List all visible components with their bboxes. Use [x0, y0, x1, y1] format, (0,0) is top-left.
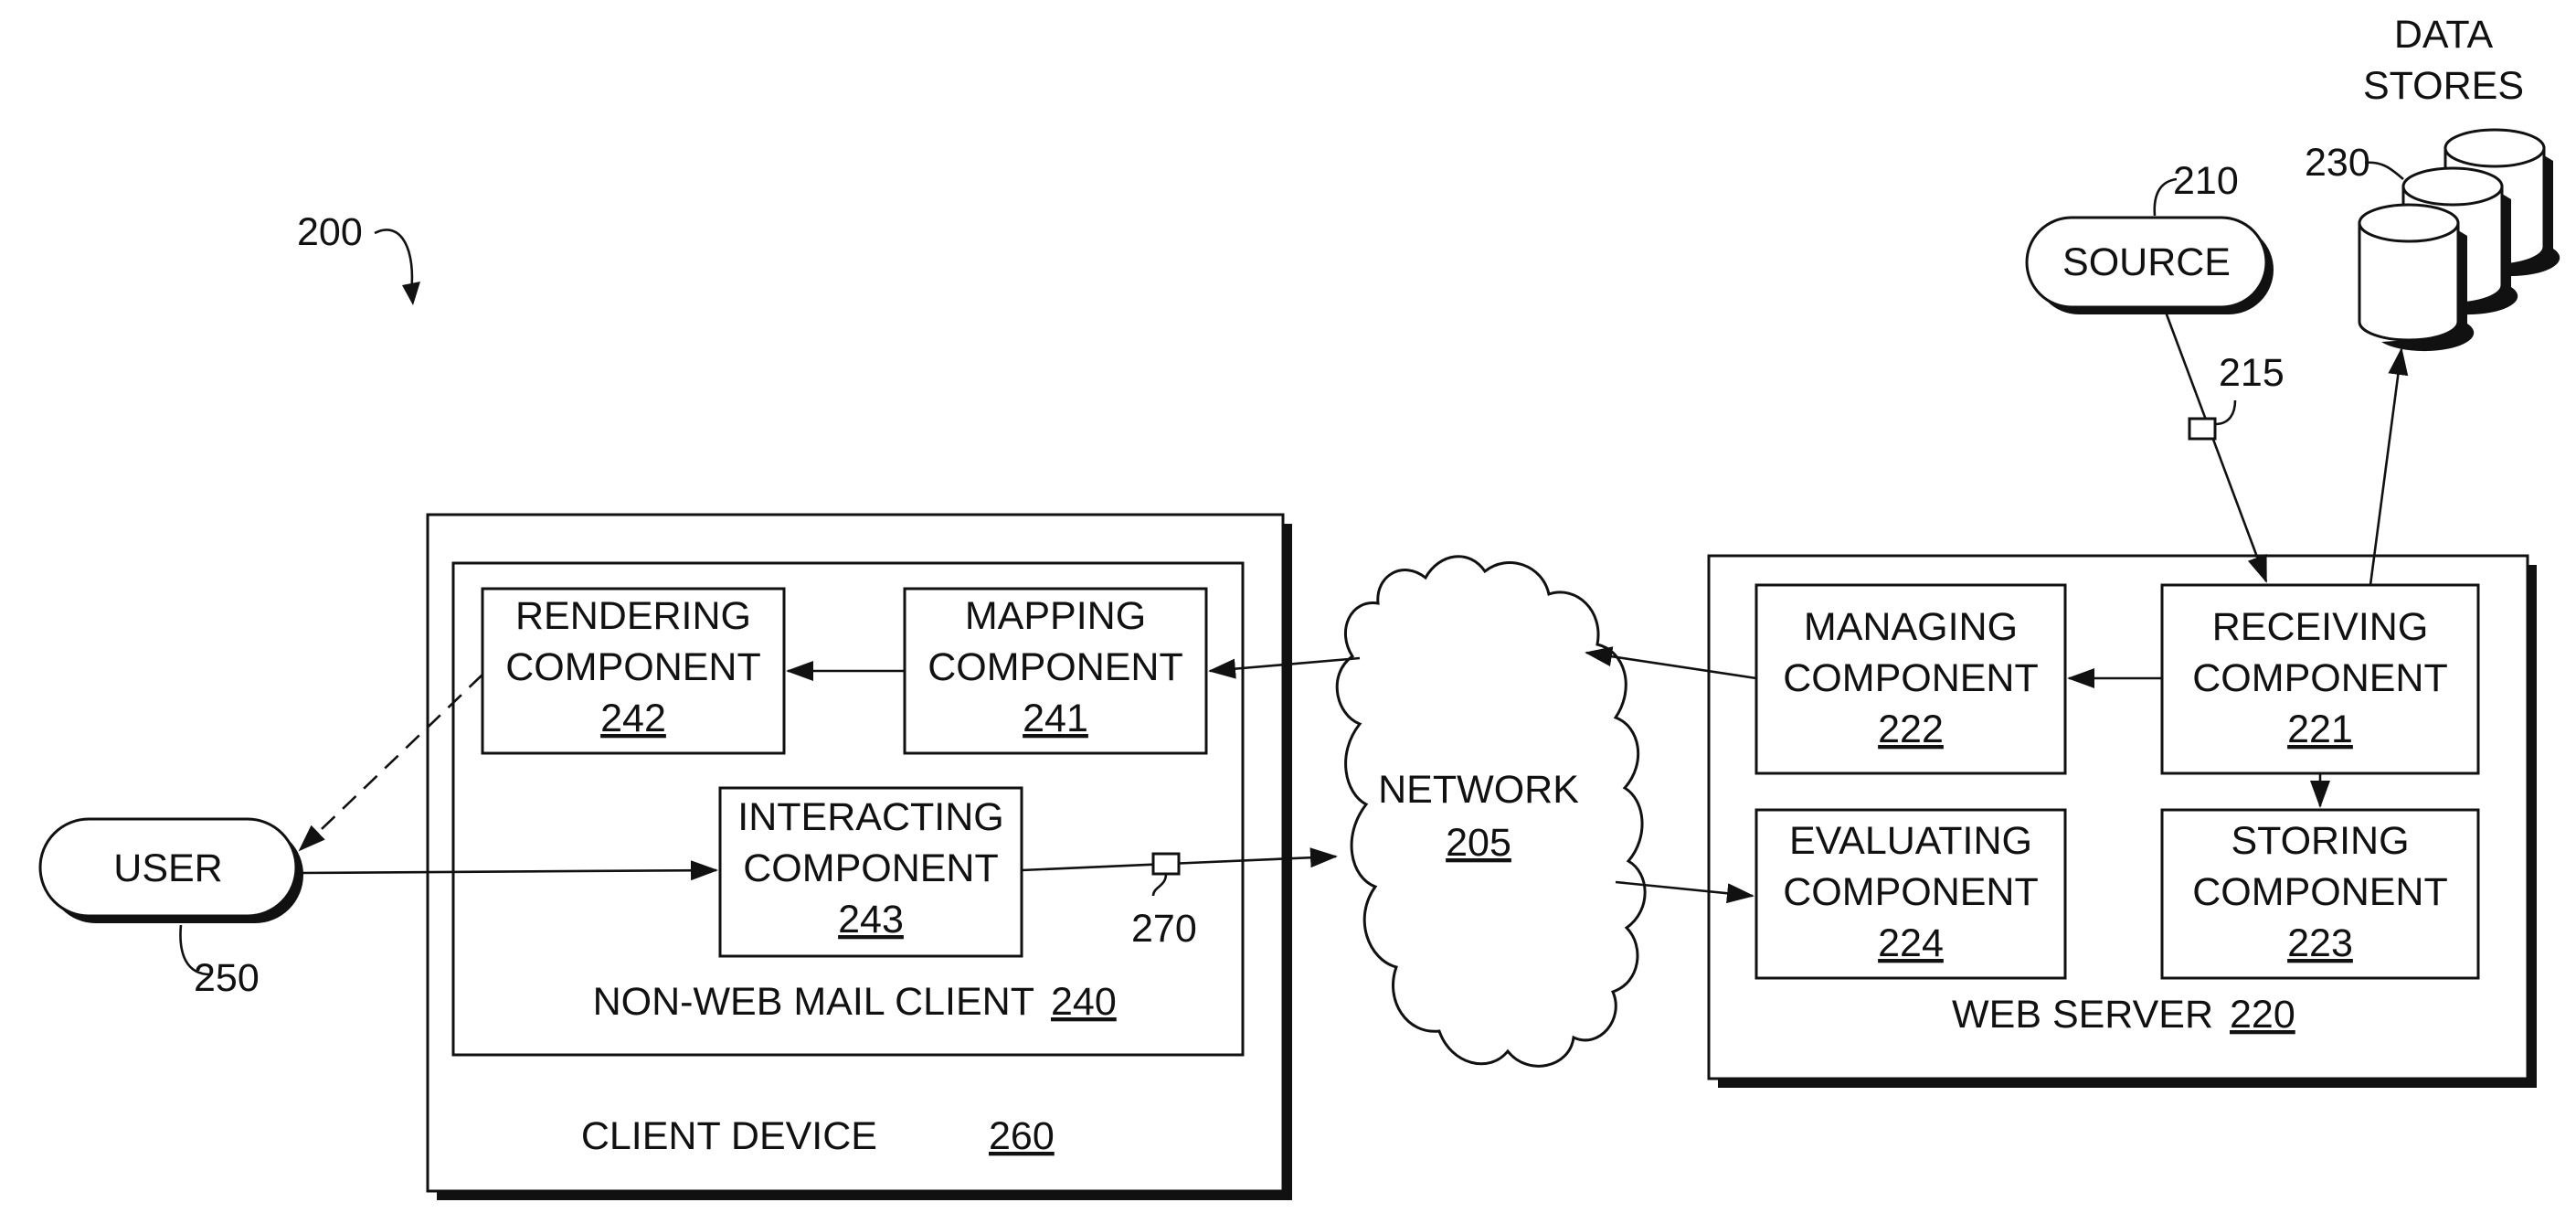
storing-component: STORING COMPONENT 223 — [2162, 810, 2478, 978]
message-270-icon — [1153, 854, 1179, 874]
interacting-component: INTERACTING COMPONENT 243 — [720, 788, 1022, 956]
source-to-receiving-arrow — [2164, 307, 2266, 581]
user-node: USER 250 — [40, 819, 303, 1000]
managing-component: MANAGING COMPONENT 222 — [1756, 585, 2065, 773]
data-stores-ref-leader — [2365, 163, 2403, 179]
data-stores: DATA STORES 230 — [2305, 13, 2560, 351]
interacting-component-line2: COMPONENT — [743, 846, 999, 890]
client-device-title: CLIENT DEVICE — [581, 1114, 877, 1158]
database-cylinder-1-icon — [2359, 205, 2474, 351]
network-cloud: NETWORK 205 — [1337, 557, 1645, 1067]
figure-ref-leader — [375, 229, 412, 293]
source-node: SOURCE 210 — [2027, 159, 2274, 314]
evaluating-component-line2: COMPONENT — [1783, 870, 2039, 914]
managing-component-line2: COMPONENT — [1783, 656, 2039, 700]
rendering-component-line1: RENDERING — [515, 594, 751, 638]
rendering-component-ref: 242 — [600, 697, 666, 740]
managing-component-line1: MANAGING — [1804, 605, 2018, 649]
interacting-component-line1: INTERACTING — [737, 795, 1003, 839]
mapping-component: MAPPING COMPONENT 241 — [905, 589, 1206, 753]
mail-client-title: NON-WEB MAIL CLIENT — [593, 980, 1034, 1024]
figure-ref-arrowhead — [402, 282, 420, 305]
interacting-component-ref: 243 — [838, 898, 904, 942]
evaluating-component-line1: EVALUATING — [1789, 819, 2032, 863]
mapping-component-line1: MAPPING — [965, 594, 1146, 638]
source-ref: 210 — [2173, 159, 2239, 203]
mapping-component-line2: COMPONENT — [928, 645, 1183, 689]
client-device-ref: 260 — [989, 1114, 1055, 1158]
message-215-ref: 215 — [2219, 351, 2284, 395]
data-stores-line2: STORES — [2363, 64, 2524, 108]
data-stores-line1: DATA — [2394, 13, 2494, 57]
user-node-label: USER — [113, 846, 222, 890]
web-server-ref: 220 — [2230, 993, 2295, 1037]
network-ref: 205 — [1446, 821, 1511, 865]
web-server-title: WEB SERVER — [1952, 993, 2213, 1037]
message-270-ref: 270 — [1131, 907, 1197, 951]
rendering-component: RENDERING COMPONENT 242 — [482, 589, 784, 753]
source-node-label: SOURCE — [2062, 240, 2231, 284]
message-215-leader — [2215, 400, 2235, 424]
storing-component-ref: 223 — [2287, 921, 2353, 965]
data-stores-ref: 230 — [2305, 141, 2370, 185]
mapping-component-ref: 241 — [1023, 697, 1088, 740]
evaluating-component-ref: 224 — [1878, 921, 1944, 965]
storing-component-line1: STORING — [2231, 819, 2409, 863]
receiving-component-line1: RECEIVING — [2212, 605, 2429, 649]
message-215-icon — [2189, 419, 2215, 439]
network-label: NETWORK — [1378, 768, 1579, 812]
storing-component-line2: COMPONENT — [2192, 870, 2448, 914]
receiving-component: RECEIVING COMPONENT 221 — [2162, 585, 2478, 773]
rendering-component-line2: COMPONENT — [505, 645, 761, 689]
user-ref: 250 — [194, 956, 260, 1000]
receiving-to-data-stores-arrow — [2370, 349, 2401, 585]
figure-ref: 200 — [297, 210, 420, 305]
receiving-component-ref: 221 — [2287, 708, 2353, 751]
receiving-component-line2: COMPONENT — [2192, 656, 2448, 700]
mail-client-ref: 240 — [1051, 980, 1117, 1024]
managing-component-ref: 222 — [1878, 708, 1944, 751]
evaluating-component: EVALUATING COMPONENT 224 — [1756, 810, 2065, 978]
figure-ref-label: 200 — [297, 210, 363, 254]
